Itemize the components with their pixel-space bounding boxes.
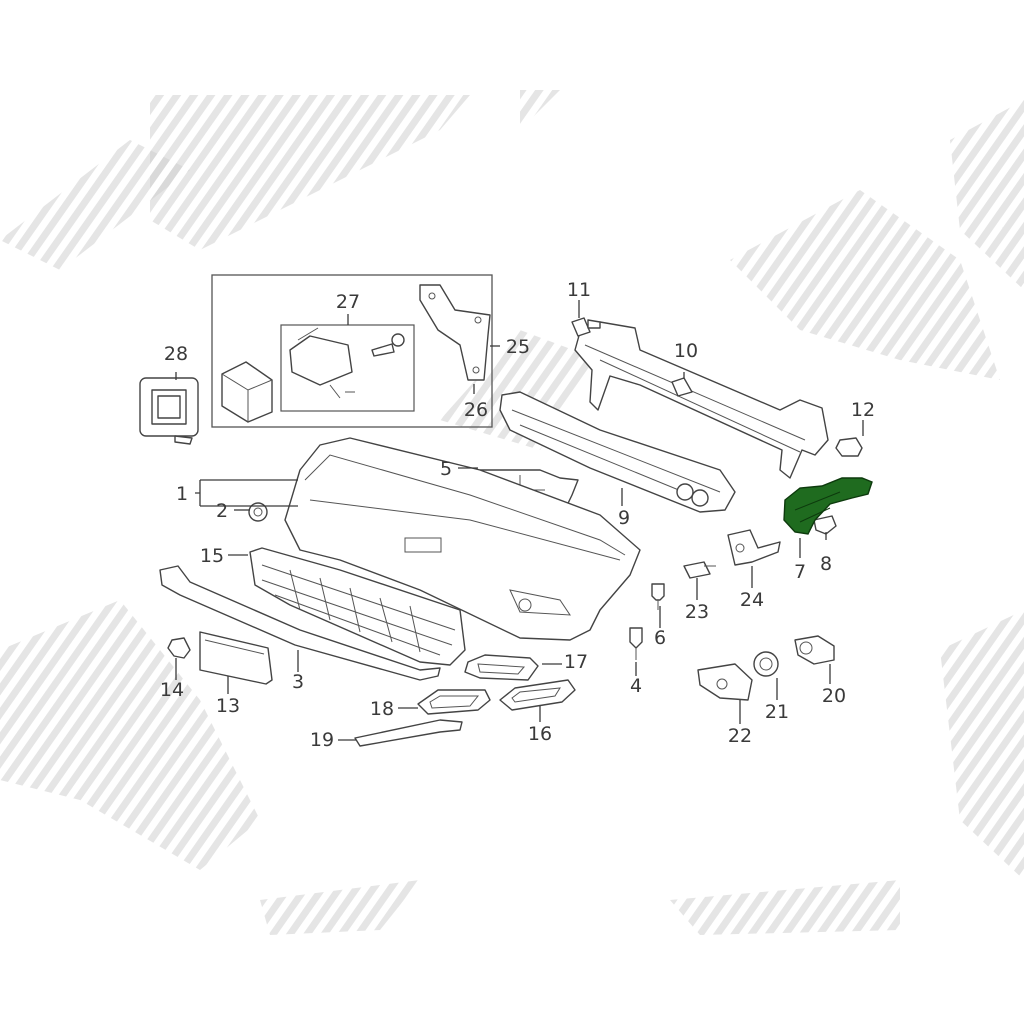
- callout-26: 26: [464, 399, 488, 421]
- part-20-sensor: [794, 635, 835, 665]
- callout-15: 15: [200, 545, 224, 567]
- callout-17: 17: [564, 651, 588, 673]
- part-4-screw: [629, 627, 643, 660]
- callout-11: 11: [567, 279, 591, 301]
- part-18-trim: [417, 689, 491, 715]
- callout-21: 21: [765, 701, 789, 723]
- callout-27: 27: [336, 291, 360, 313]
- part-9-absorber: [499, 391, 736, 513]
- callout-22: 22: [728, 725, 752, 747]
- part-17-trim: [464, 654, 539, 681]
- part-6-screw: [651, 583, 665, 610]
- callout-20: 20: [822, 685, 846, 707]
- callout-1: 1: [176, 483, 188, 505]
- callout-2: 2: [216, 500, 228, 522]
- callout-8: 8: [820, 553, 832, 575]
- inset-frame: [211, 274, 493, 428]
- callout-5: 5: [440, 458, 452, 480]
- callout-13: 13: [216, 695, 240, 717]
- callout-24: 24: [740, 589, 764, 611]
- part-22-bracket: [697, 663, 753, 701]
- callout-23: 23: [685, 601, 709, 623]
- part-10-reinforcement: [574, 321, 829, 479]
- part-25-bracket: [419, 284, 491, 381]
- part-2-sensor: [248, 502, 268, 522]
- callout-7: 7: [794, 561, 806, 583]
- part-12-bolt: [835, 437, 863, 457]
- part-14-clip: [167, 637, 191, 659]
- callout-4: 4: [630, 675, 642, 697]
- part-7-bracket-highlighted: [783, 477, 873, 535]
- callout-25: 25: [506, 336, 530, 358]
- callout-10: 10: [674, 340, 698, 362]
- part-28-camera: [139, 377, 199, 445]
- inset-module: [221, 327, 405, 423]
- callout-28: 28: [164, 343, 188, 365]
- callout-18: 18: [370, 698, 394, 720]
- callout-9: 9: [618, 507, 630, 529]
- callouts: 28 27 25 26 11 10 12 1 2 5 9 7 8 15 6 23…: [160, 279, 875, 751]
- part-24-bracket: [727, 529, 781, 566]
- callout-19: 19: [310, 729, 334, 751]
- part-19-trim: [354, 719, 463, 747]
- leader-lines: [175, 300, 864, 741]
- part-21-ring: [753, 651, 779, 677]
- part-3-spoiler: [159, 565, 441, 681]
- callout-6: 6: [654, 627, 666, 649]
- part-1-bumper-cover: [284, 437, 641, 641]
- part-16-trim: [499, 679, 576, 711]
- watermark: [0, 90, 1024, 935]
- part-23-connector: [683, 561, 716, 579]
- callout-14: 14: [160, 679, 184, 701]
- callout-16: 16: [528, 723, 552, 745]
- part-8-clip: [813, 515, 837, 535]
- part-15-grille: [249, 547, 466, 666]
- callout-12: 12: [851, 399, 875, 421]
- callout-3: 3: [292, 671, 304, 693]
- part-11-bolt: [571, 317, 601, 337]
- part-13-plate: [199, 631, 273, 685]
